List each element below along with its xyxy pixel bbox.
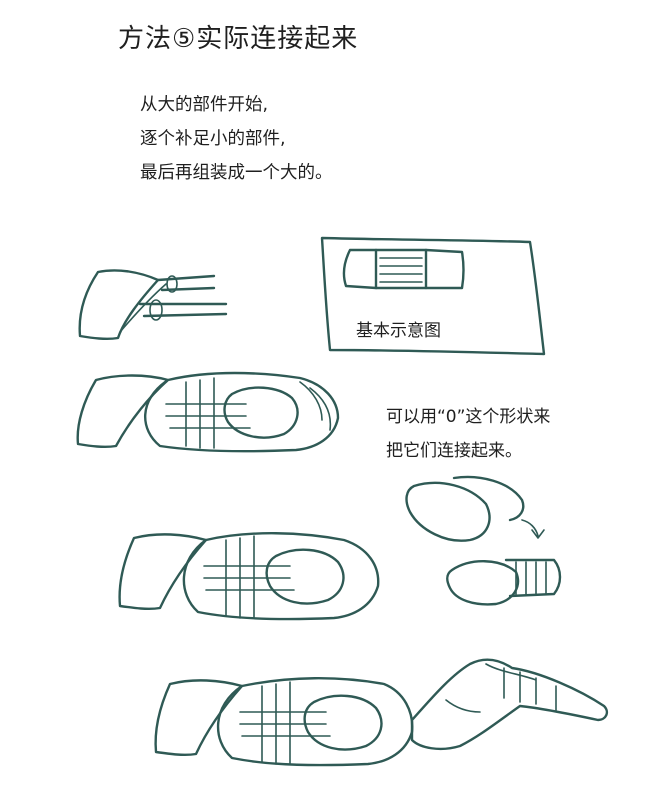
note-line-1: 可以用“0”这个形状来 bbox=[386, 407, 551, 427]
sketch-arm-step-4 bbox=[154, 658, 609, 767]
basic-diagram-box bbox=[320, 236, 546, 356]
intro-line-3: 最后再组装成一个大的。 bbox=[140, 163, 333, 183]
sketch-sleeve-rods bbox=[78, 269, 228, 341]
sketch-o-shape bbox=[405, 475, 562, 606]
note-line-2: 把它们连接起来。 bbox=[386, 441, 522, 461]
sketch-arm-step-3 bbox=[118, 532, 380, 621]
diagram-label: 基本示意图 bbox=[356, 321, 441, 341]
note-text: 可以用“0”这个形状来 把它们连接起来。 bbox=[386, 400, 550, 468]
intro-line-1: 从大的部件开始, bbox=[140, 95, 269, 115]
intro-line-2: 逐个补足小的部件, bbox=[140, 129, 286, 149]
intro-text: 从大的部件开始, 逐个补足小的部件, 最后再组装成一个大的。 bbox=[140, 88, 333, 190]
sketch-arm-step-2 bbox=[76, 371, 340, 453]
page-title: 方法⑤实际连接起来 bbox=[118, 24, 359, 54]
